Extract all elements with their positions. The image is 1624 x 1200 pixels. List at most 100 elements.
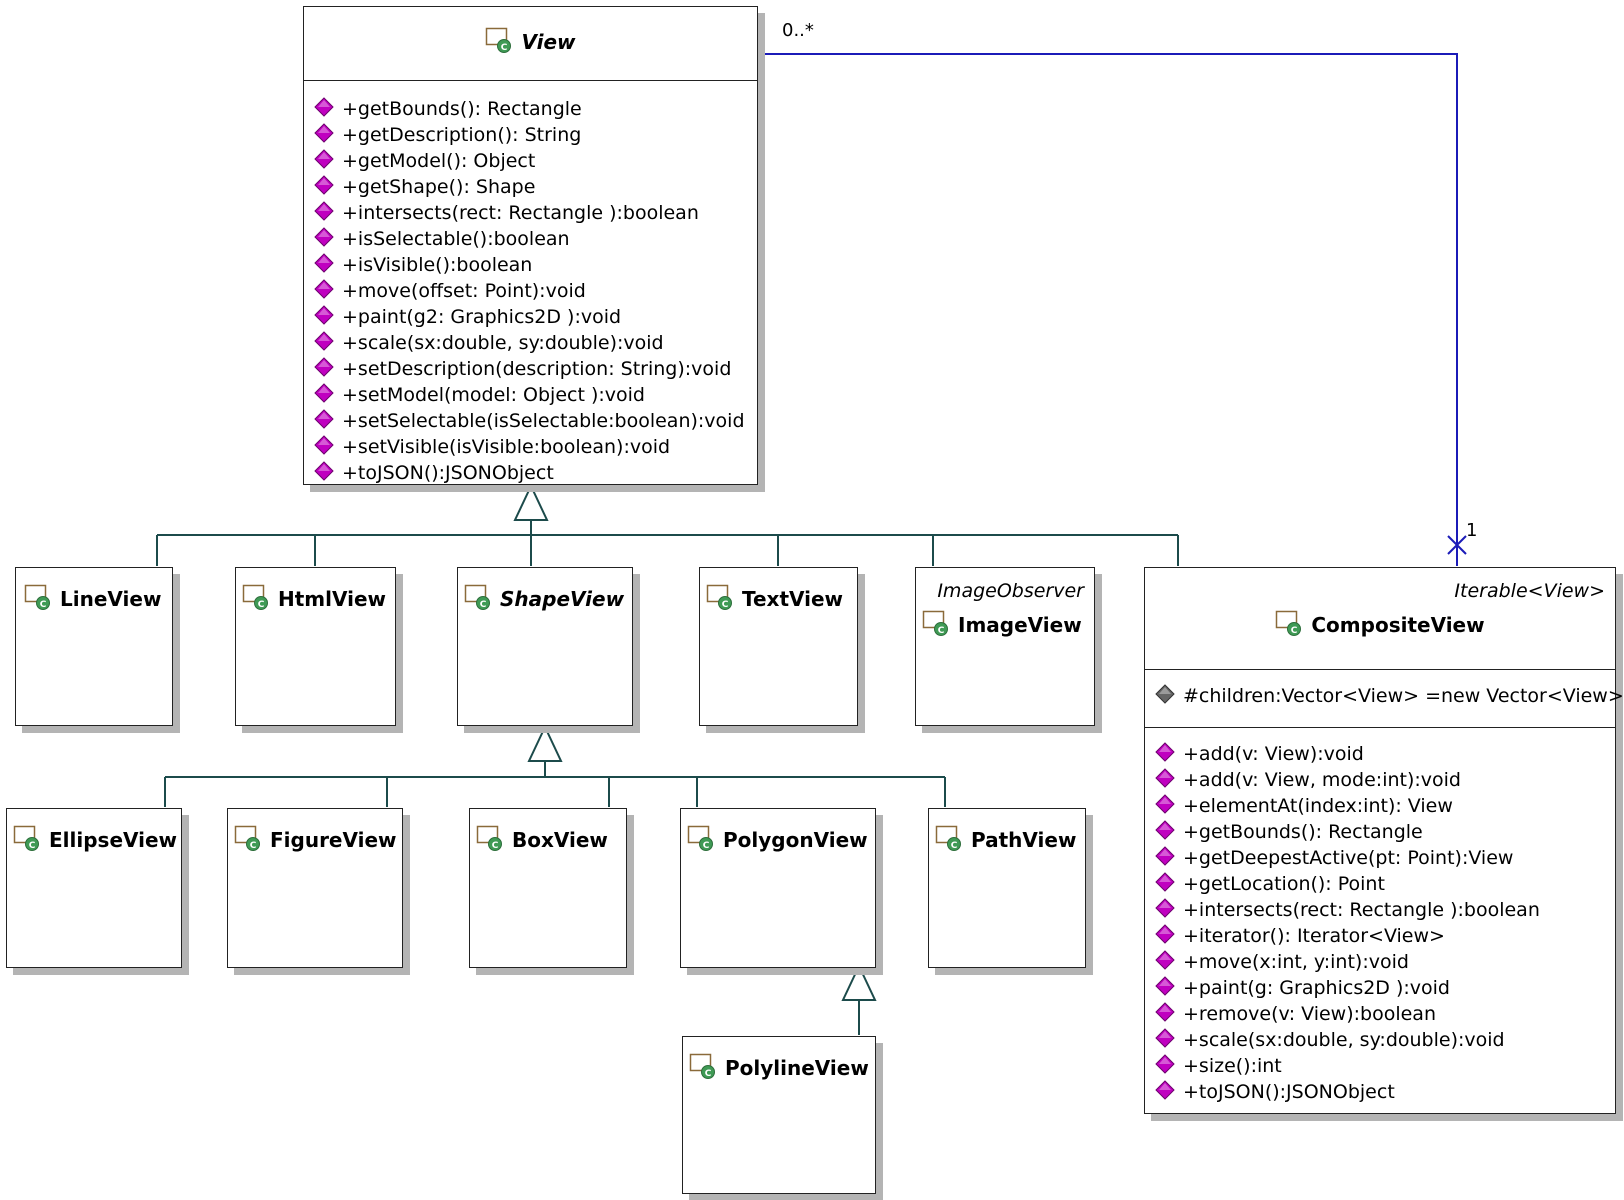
class-header-view: C View xyxy=(304,27,757,57)
method-signature: +toJSON():JSONObject xyxy=(342,462,554,484)
method-signature: +paint(g: Graphics2D ):void xyxy=(1183,977,1450,999)
association-connector xyxy=(760,53,1467,566)
class-header-polygon-view: C PolygonView xyxy=(687,825,868,855)
svg-text:C: C xyxy=(492,841,499,851)
svg-text:C: C xyxy=(258,600,265,610)
method-item: +move(offset: Point):void xyxy=(314,278,745,304)
method-signature: +getDescription(): String xyxy=(342,124,582,146)
class-box-html-view[interactable]: C HtmlView xyxy=(235,567,396,726)
method-diamond-icon xyxy=(1155,949,1175,975)
method-signature: +getShape(): Shape xyxy=(342,176,536,198)
class-name: FigureView xyxy=(270,828,397,852)
generalization-tree-shapeview xyxy=(164,724,946,807)
class-box-composite-view[interactable]: Iterable<View> C CompositeView #children… xyxy=(1144,567,1624,1114)
class-icon: C xyxy=(485,27,513,57)
class-box-ellipse-view[interactable]: C EllipseView xyxy=(6,808,182,968)
method-diamond-icon xyxy=(314,148,334,174)
method-item: +setDescription(description: String):voi… xyxy=(314,356,745,382)
svg-text:C: C xyxy=(1291,626,1298,636)
method-diamond-icon xyxy=(1155,767,1175,793)
class-icon: C xyxy=(935,825,963,855)
svg-text:C: C xyxy=(938,626,945,636)
generalization-tree-view xyxy=(156,483,1179,566)
svg-text:C: C xyxy=(722,600,729,610)
method-diamond-icon xyxy=(1155,871,1175,897)
class-box-path-view[interactable]: C PathView xyxy=(928,808,1086,968)
method-diamond-icon xyxy=(314,252,334,278)
method-signature: +iterator(): Iterator<View> xyxy=(1183,925,1445,947)
class-name: CompositeView xyxy=(1311,613,1485,637)
generalization-arrowhead-polygonview xyxy=(841,963,877,1001)
method-diamond-icon xyxy=(1155,1001,1175,1027)
method-signature: +move(x:int, y:int):void xyxy=(1183,951,1409,973)
method-item: +getDescription(): String xyxy=(314,122,745,148)
class-name: PolygonView xyxy=(723,828,868,852)
class-name: BoxView xyxy=(512,828,608,852)
method-signature: +getModel(): Object xyxy=(342,150,536,172)
method-signature: +add(v: View):void xyxy=(1183,743,1364,765)
class-separator xyxy=(304,80,757,81)
method-item: +add(v: View):void xyxy=(1155,741,1540,767)
method-signature: +add(v: View, mode:int):void xyxy=(1183,769,1461,791)
method-diamond-icon xyxy=(314,434,334,460)
class-header-html-view: C HtmlView xyxy=(242,584,386,614)
class-header-ellipse-view: C EllipseView xyxy=(13,825,177,855)
method-signature: +getDeepestActive(pt: Point):View xyxy=(1183,847,1514,869)
method-item: +intersects(rect: Rectangle ):boolean xyxy=(314,200,745,226)
association-target-multiplicity: 1 xyxy=(1466,520,1478,541)
method-diamond-icon xyxy=(314,122,334,148)
method-item: +scale(sx:double, sy:double):void xyxy=(1155,1027,1540,1053)
svg-text:C: C xyxy=(703,841,710,851)
method-signature: +setSelectable(isSelectable:boolean):voi… xyxy=(342,410,745,432)
class-icon: C xyxy=(24,584,52,614)
method-item: +isVisible():boolean xyxy=(314,252,745,278)
method-item: +paint(g2: Graphics2D ):void xyxy=(314,304,745,330)
method-item: +toJSON():JSONObject xyxy=(1155,1079,1540,1105)
class-header-path-view: C PathView xyxy=(935,825,1076,855)
method-diamond-icon xyxy=(1155,897,1175,923)
method-diamond-icon xyxy=(1155,845,1175,871)
class-name: PathView xyxy=(971,828,1077,852)
class-box-text-view[interactable]: C TextView xyxy=(699,567,858,726)
method-item: +toJSON():JSONObject xyxy=(314,460,745,486)
class-box-polygon-view[interactable]: C PolygonView xyxy=(680,808,876,968)
class-icon: C xyxy=(476,825,504,855)
method-item: +move(x:int, y:int):void xyxy=(1155,949,1540,975)
method-item: +add(v: View, mode:int):void xyxy=(1155,767,1540,793)
generalization-arrowhead-view xyxy=(513,483,549,521)
class-header-box-view: C BoxView xyxy=(476,825,608,855)
class-name: PolylineView xyxy=(725,1056,869,1080)
class-name: LineView xyxy=(60,587,162,611)
class-header-polyline-view: C PolylineView xyxy=(689,1053,869,1083)
field-diamond-icon xyxy=(1155,683,1175,709)
class-icon: C xyxy=(13,825,41,855)
method-diamond-icon xyxy=(314,460,334,486)
class-box-view[interactable]: C View +getBounds(): Rectangle+getDescri… xyxy=(303,6,758,485)
association-source-multiplicity: 0..* xyxy=(782,20,814,41)
method-item: +scale(sx:double, sy:double):void xyxy=(314,330,745,356)
class-box-polyline-view[interactable]: C PolylineView xyxy=(682,1036,876,1194)
association-line xyxy=(760,53,1458,566)
svg-text:C: C xyxy=(29,841,36,851)
class-separator xyxy=(1145,669,1615,670)
method-signature: +toJSON():JSONObject xyxy=(1183,1081,1395,1103)
method-signature: +paint(g2: Graphics2D ):void xyxy=(342,306,622,328)
class-separator xyxy=(1145,727,1615,728)
class-box-box-view[interactable]: C BoxView xyxy=(469,808,627,968)
class-box-line-view[interactable]: C LineView xyxy=(15,567,173,726)
method-diamond-icon xyxy=(1155,1053,1175,1079)
method-diamond-icon xyxy=(314,382,334,408)
class-box-image-view[interactable]: ImageObserver C ImageView xyxy=(915,567,1095,726)
class-stereotype: Iterable<View> xyxy=(1454,580,1605,602)
method-item: +remove(v: View):boolean xyxy=(1155,1001,1540,1027)
method-signature: +setModel(model: Object ):void xyxy=(342,384,645,406)
class-box-shape-view[interactable]: C ShapeView xyxy=(457,567,633,726)
class-box-figure-view[interactable]: C FigureView xyxy=(227,808,403,968)
method-item: +getLocation(): Point xyxy=(1155,871,1540,897)
class-name: ShapeView xyxy=(500,587,625,611)
method-signature: +isVisible():boolean xyxy=(342,254,533,276)
method-diamond-icon xyxy=(314,408,334,434)
method-item: +getBounds(): Rectangle xyxy=(314,96,745,122)
method-item: +getShape(): Shape xyxy=(314,174,745,200)
